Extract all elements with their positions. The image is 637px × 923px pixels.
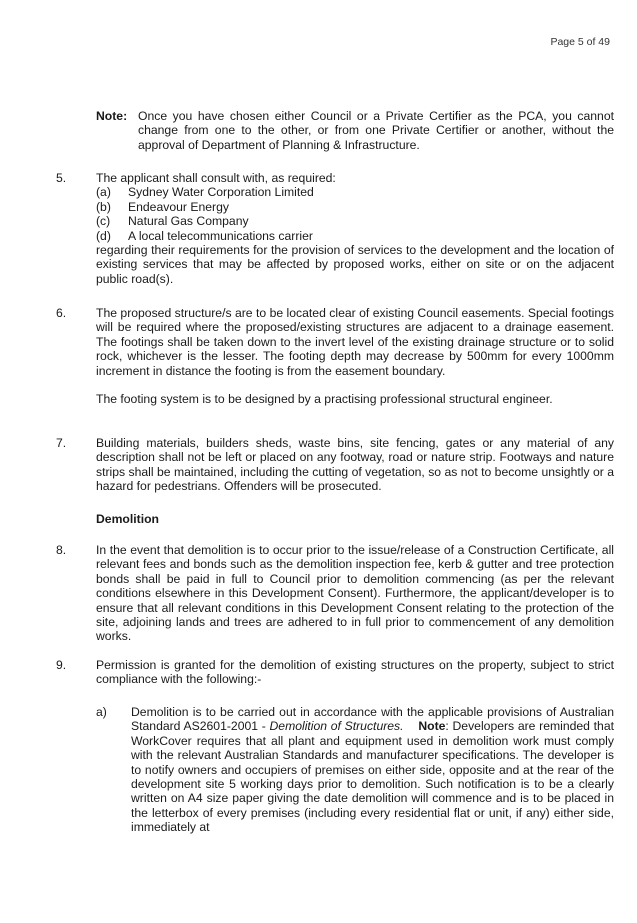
list-label: (d) [96, 228, 111, 243]
list-text: Endeavour Energy [128, 199, 229, 214]
item-8: In the event that demolition is to occur… [96, 543, 614, 644]
sub-a-text-post: : Developers are reminded that WorkCover… [131, 719, 614, 835]
item-5-intro: The applicant shall consult with, as req… [96, 171, 336, 185]
item-9-text: Permission is granted for the demolition… [96, 658, 614, 687]
pca-note: Note: Once you have chosen either Counci… [96, 109, 614, 152]
item-9: Permission is granted for the demolition… [96, 658, 614, 687]
sub-a-label: a) [96, 705, 107, 719]
sub-a-text: Demolition is to be carried out in accor… [131, 705, 614, 835]
item-6-number: 6. [56, 306, 67, 320]
item-7-text: Building materials, builders sheds, wast… [96, 436, 614, 494]
list-label: (a) [96, 185, 111, 200]
item-8-number: 8. [56, 543, 67, 557]
item-6-text-2: The footing system is to be designed by … [96, 392, 553, 407]
list-label: (b) [96, 199, 111, 214]
sub-a-note-label: Note [418, 719, 446, 734]
item-6: The proposed structure/s are to be locat… [96, 306, 614, 406]
note-label: Note: [96, 109, 128, 123]
list-label: (c) [96, 214, 111, 229]
item-8-text: In the event that demolition is to occur… [96, 543, 614, 644]
item-6-text: The proposed structure/s are to be locat… [96, 306, 614, 378]
item-5-tail: regarding their requirements for the pro… [96, 243, 614, 286]
item-9-sub-a: a) Demolition is to be carried out in ac… [96, 705, 614, 835]
list-item: (b) Endeavour Energy [96, 200, 614, 214]
list-text: Natural Gas Company [128, 214, 249, 229]
list-item: (c) Natural Gas Company [96, 214, 614, 228]
sub-a-text-pre: Demolition is to be carried out in accor… [131, 705, 614, 734]
demolition-heading: Demolition [96, 512, 159, 526]
list-text: Sydney Water Corporation Limited [128, 185, 314, 200]
page-number: Page 5 of 49 [550, 36, 610, 48]
list-item: (d) A local telecommunications carrier [96, 229, 614, 243]
item-7: Building materials, builders sheds, wast… [96, 436, 614, 494]
item-7-number: 7. [56, 436, 67, 450]
list-text: A local telecommunications carrier [128, 228, 313, 243]
item-9-number: 9. [56, 658, 67, 672]
service-provider-list: (a) Sydney Water Corporation Limited (b) E… [96, 185, 614, 243]
sub-a-standard-title: Demolition of Structures. [269, 719, 404, 734]
item-5: The applicant shall consult with, as req… [96, 171, 614, 286]
item-5-number: 5. [56, 171, 67, 185]
list-item: (a) Sydney Water Corporation Limited [96, 185, 614, 199]
note-text: Once you have chosen either Council or a… [138, 109, 614, 152]
